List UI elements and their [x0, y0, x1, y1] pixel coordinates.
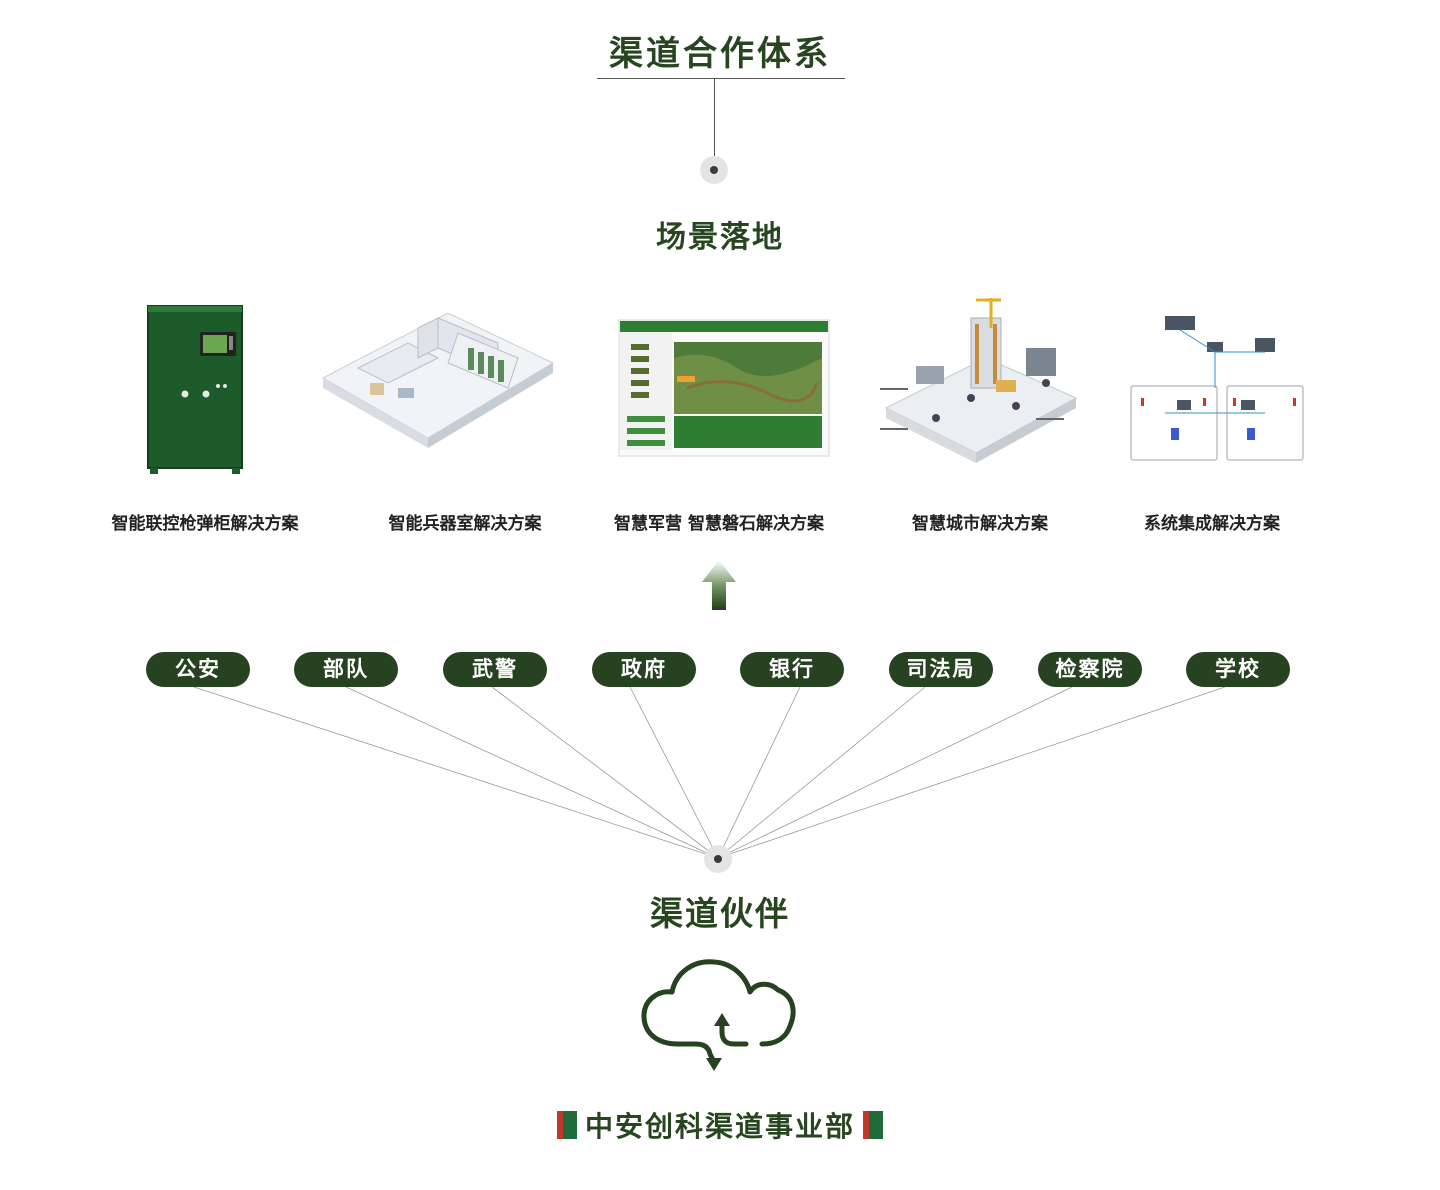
smart-city-image [880, 298, 1078, 463]
up-arrow-icon [702, 560, 736, 610]
partner-pill-public-security: 公安 [146, 652, 250, 687]
partner-pill-armed-police: 武警 [443, 652, 547, 687]
smart-camp-image [618, 319, 830, 457]
solution-label-smart-city: 智慧城市解决方案 [912, 514, 1048, 534]
partner-pill-army: 部队 [294, 652, 398, 687]
gun-cabinet-image [147, 305, 243, 474]
partner-pill-justice-bureau: 司法局 [889, 652, 993, 687]
weapon-room-image [321, 312, 555, 448]
department-banner: 中安创科渠道事业部 [0, 1105, 1440, 1145]
partner-pill-procuratorate: 检察院 [1038, 652, 1142, 687]
page-title: 渠道合作体系 [609, 34, 831, 74]
partner-pill-government: 政府 [592, 652, 696, 687]
partner-pill-school: 学校 [1186, 652, 1290, 687]
solution-label-smart-camp: 智慧军营 智慧磐石解决方案 [614, 514, 824, 534]
flag-left-icon [556, 1111, 577, 1139]
cloud-sync-icon [641, 959, 796, 1071]
partner-pill-bank: 银行 [740, 652, 844, 687]
partner-hub-node [704, 845, 732, 873]
department-name: 中安创科渠道事业部 [584, 1110, 855, 1143]
flag-right-icon [863, 1111, 883, 1139]
solution-label-gun-cabinet: 智能联控枪弹柜解决方案 [111, 514, 299, 534]
solution-label-weapon-room: 智能兵器室解决方案 [388, 514, 542, 534]
connector-node [700, 156, 728, 184]
solution-label-system-integration: 系统集成解决方案 [1144, 514, 1280, 534]
scenario-title: 场景落地 [656, 220, 784, 255]
connector-line [714, 79, 715, 156]
system-integration-image [1130, 316, 1304, 461]
title-underline [597, 78, 845, 79]
partners-title: 渠道伙伴 [650, 894, 790, 933]
